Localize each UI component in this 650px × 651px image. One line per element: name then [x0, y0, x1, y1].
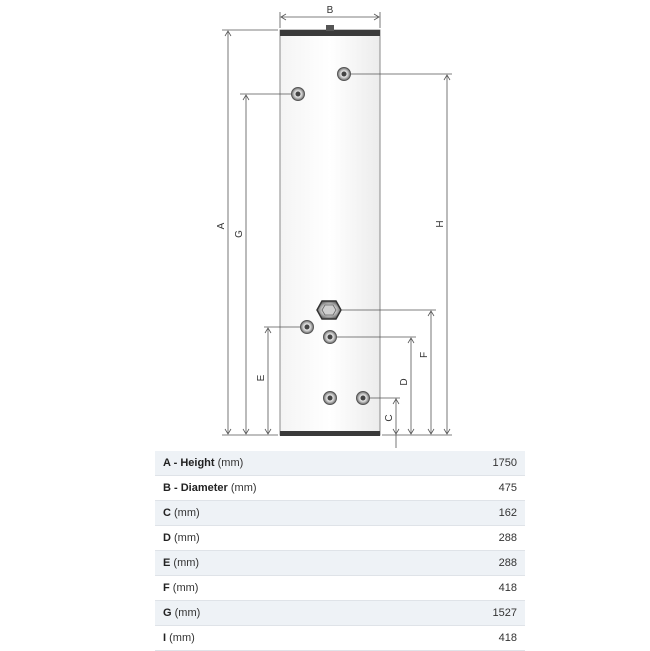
port-bottom-right	[356, 391, 370, 405]
row-label: D (mm)	[155, 525, 426, 551]
dim-label-d: D	[399, 378, 410, 385]
port-upper-left	[291, 87, 305, 101]
table-row: F (mm) 418	[155, 575, 525, 601]
dim-label-c: C	[384, 414, 395, 421]
dim-label-a: A	[216, 222, 227, 229]
dimensions-table: A - Height (mm) 1750 B - Diameter (mm) 4…	[155, 451, 525, 651]
row-value: 288	[425, 525, 525, 551]
hex-boss	[316, 300, 342, 320]
row-value: 1750	[425, 451, 525, 476]
row-label: E (mm)	[155, 550, 426, 576]
table-row: B - Diameter (mm) 475	[155, 475, 525, 501]
dim-c-line	[369, 397, 400, 448]
table-row: A - Height (mm) 1750	[155, 451, 525, 476]
cylinder-diagram: B A G E H F D C	[216, 5, 452, 448]
dim-e-line	[264, 326, 301, 435]
cylinder-body	[279, 25, 381, 436]
row-value: 288	[425, 550, 525, 576]
dim-label-e: E	[256, 374, 267, 381]
table-row: C (mm) 162	[155, 500, 525, 526]
port-middle-left	[300, 320, 314, 334]
row-label: I (mm)	[155, 625, 426, 651]
dim-b-line	[279, 12, 381, 28]
port-middle-right	[323, 330, 337, 344]
dim-label-b: B	[327, 5, 334, 16]
dim-label-h: H	[435, 220, 446, 227]
port-top-right	[337, 67, 351, 81]
row-value: 162	[425, 500, 525, 526]
row-label: F (mm)	[155, 575, 426, 601]
dim-label-g: G	[234, 230, 245, 238]
dim-f-line	[341, 309, 436, 435]
table-row: E (mm) 288	[155, 550, 525, 576]
dim-d-line	[336, 336, 416, 435]
row-value: 475	[425, 475, 525, 501]
table-row: I (mm) 418	[155, 625, 525, 651]
table-row: G (mm) 1527	[155, 600, 525, 626]
row-value: 418	[425, 575, 525, 601]
dim-h-line	[350, 73, 452, 436]
row-label: B - Diameter (mm)	[155, 475, 426, 501]
port-bottom-left	[323, 391, 337, 405]
dim-a-line	[222, 29, 278, 436]
row-value: 1527	[425, 600, 525, 626]
row-label: A - Height (mm)	[155, 451, 426, 476]
dim-label-f: F	[419, 352, 430, 358]
row-value: 418	[425, 625, 525, 651]
row-label: C (mm)	[155, 500, 426, 526]
row-label: G (mm)	[155, 600, 426, 626]
dim-g-line	[240, 93, 292, 435]
table-row: D (mm) 288	[155, 525, 525, 551]
